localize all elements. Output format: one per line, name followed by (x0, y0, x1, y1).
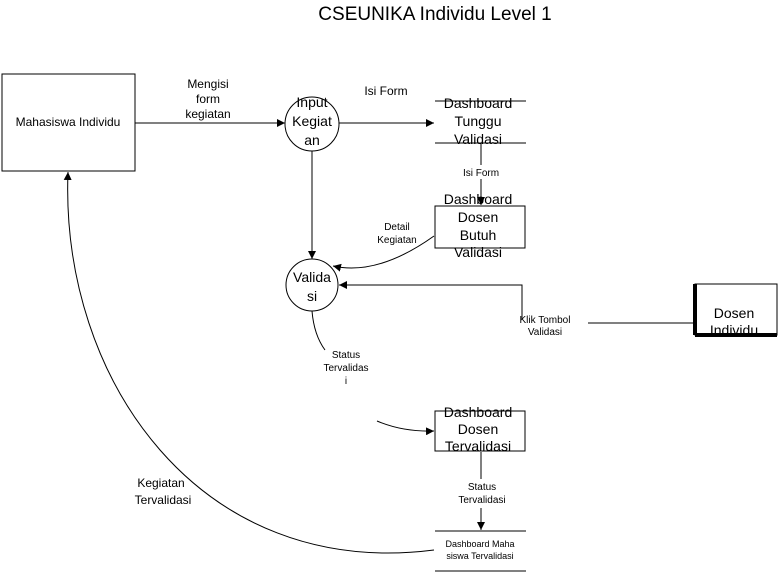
flow-klik-line-1: Klik Tombol (520, 315, 571, 326)
store-butuh-line-4: Validasi (454, 244, 502, 260)
flow-status1-line-1: Status (332, 350, 360, 361)
flow-klik-tombol-validasi: Klik Tombol Validasi (339, 281, 695, 338)
store-butuh-line-1: Dashboard (444, 191, 513, 207)
store-mahasiswa-tervalidasi-line-2: siswa Tervalidasi (446, 551, 513, 561)
store-mahasiswa-tervalidasi-line-1: Dashboard Maha (445, 539, 514, 549)
entity-dosen-label-line-1: Dosen (714, 305, 754, 321)
flow-detail-kegiatan: Detail Kegiatan (332, 222, 435, 272)
process-input-line-1: Input (296, 94, 327, 110)
flow-status-tervalidasi-1: Status Tervalidas i (311, 310, 435, 436)
entity-dosen-label-line-2: Individu (710, 322, 758, 338)
diagram-title: CSEUNIKA Individu Level 1 (318, 4, 551, 25)
flow-status2-line-2: Tervalidasi (458, 495, 505, 506)
process-validasi[interactable]: Valida si (285, 258, 339, 312)
flow-mengisi-line-1: Mengisi (187, 77, 228, 91)
store-tervalidasi-line-2: Dosen (458, 421, 498, 437)
store-dashboard-tunggu-validasi[interactable]: Dashboard Tunggu Validasi (435, 95, 526, 147)
store-dashboard-dosen-tervalidasi[interactable]: Dashboard Dosen Tervalidasi (434, 404, 526, 454)
flow-isi-form-small: Isi Form (463, 143, 501, 205)
flow-mengisi-line-2: form (196, 92, 220, 106)
process-input-line-3: an (304, 132, 320, 148)
flow-detail-line-1: Detail (384, 222, 410, 233)
flow-status1-line-3: i (345, 376, 347, 387)
flow-isi-form-top-label: Isi Form (364, 84, 407, 98)
entity-mahasiswa-label: Mahasiswa Individu (16, 115, 121, 129)
store-tunggu-line-3: Validasi (454, 131, 502, 147)
store-butuh-line-3: Butuh (460, 227, 497, 243)
process-validasi-line-2: si (307, 288, 317, 304)
flow-klik-line-2: Validasi (528, 327, 562, 338)
flow-mengisi-line-3: kegiatan (185, 107, 230, 121)
process-input-kegiatan[interactable]: Input Kegiat an (284, 94, 340, 152)
process-input-line-2: Kegiat (292, 113, 332, 129)
flow-kegiatan-line-2: Tervalidasi (135, 493, 192, 507)
flow-isi-form-top: Isi Form (339, 84, 434, 127)
store-dashboard-dosen-butuh-validasi[interactable]: Dashboard Dosen Butuh Validasi (434, 191, 526, 260)
flow-status1-line-2: Tervalidas (323, 363, 368, 374)
store-butuh-line-2: Dosen (458, 209, 498, 225)
store-dashboard-mahasiswa-tervalidasi[interactable]: Dashboard Maha siswa Tervalidasi (435, 530, 526, 572)
entity-mahasiswa-individu[interactable]: Mahasiswa Individu (1, 73, 136, 172)
entity-dosen-individu[interactable]: Dosen Individu (693, 283, 778, 338)
flow-kegiatan-tervalidasi: Kegiatan Tervalidasi (63, 171, 435, 554)
flow-mengisi-form: Mengisi form kegiatan (135, 77, 285, 127)
flow-kegiatan-line-1: Kegiatan (137, 476, 184, 490)
process-validasi-line-1: Valida (293, 269, 331, 285)
flow-status-tervalidasi-2: Status Tervalidasi (458, 452, 506, 530)
flow-detail-line-2: Kegiatan (377, 235, 416, 246)
flow-isi-form-small-label: Isi Form (463, 168, 499, 179)
store-tervalidasi-line-3: Tervalidasi (445, 438, 511, 454)
store-tunggu-line-2: Tunggu (455, 113, 502, 129)
store-tunggu-line-1: Dashboard (444, 95, 513, 111)
flow-status2-line-1: Status (468, 482, 496, 493)
store-tervalidasi-line-1: Dashboard (444, 404, 513, 420)
